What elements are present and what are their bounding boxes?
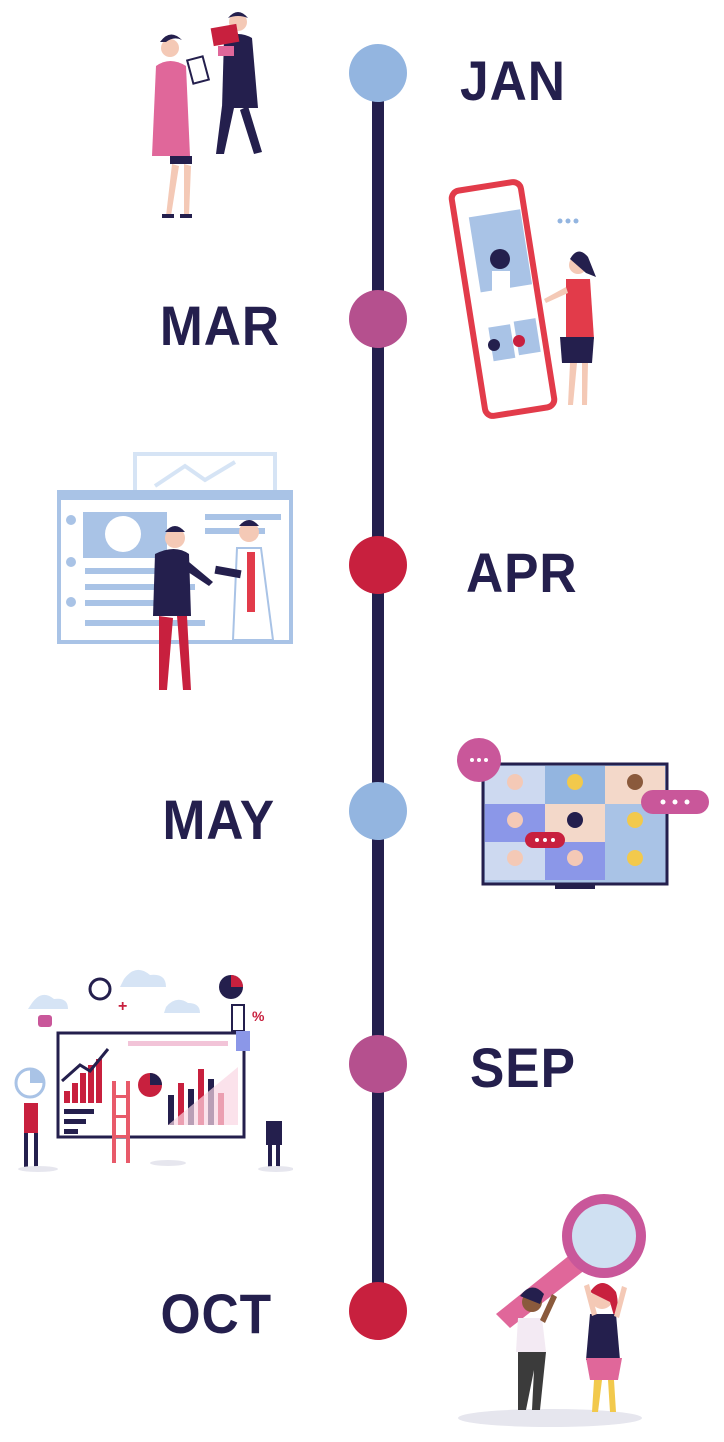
milestone-dot-sep bbox=[349, 1035, 407, 1093]
two-people-with-clipboard-and-folder-illustration bbox=[152, 12, 262, 218]
milestone-dot-jan bbox=[349, 44, 407, 102]
milestone-dot-mar bbox=[349, 290, 407, 348]
timeline-axis bbox=[372, 75, 384, 1310]
team-analytics-board-illustration: + % bbox=[14, 969, 293, 1172]
svg-text:+: + bbox=[118, 998, 127, 1015]
milestone-label-may: MAY bbox=[162, 788, 275, 851]
svg-text:%: % bbox=[252, 1008, 265, 1024]
milestone-dot-may bbox=[349, 782, 407, 840]
milestone-dot-apr bbox=[349, 536, 407, 594]
milestone-label-sep: SEP bbox=[470, 1036, 576, 1099]
video-conference-grid-screen-illustration bbox=[457, 738, 709, 889]
milestone-label-jan: JAN bbox=[460, 49, 566, 112]
two-men-at-web-dashboard-illustration bbox=[57, 452, 293, 690]
milestone-label-oct: OCT bbox=[160, 1282, 272, 1345]
milestone-label-mar: MAR bbox=[159, 294, 280, 357]
woman-at-giant-smartphone-video-call-illustration bbox=[448, 179, 596, 419]
milestone-dot-oct bbox=[349, 1282, 407, 1340]
two-women-holding-magnifier-illustration bbox=[458, 1194, 646, 1427]
milestone-label-apr: APR bbox=[466, 541, 578, 604]
